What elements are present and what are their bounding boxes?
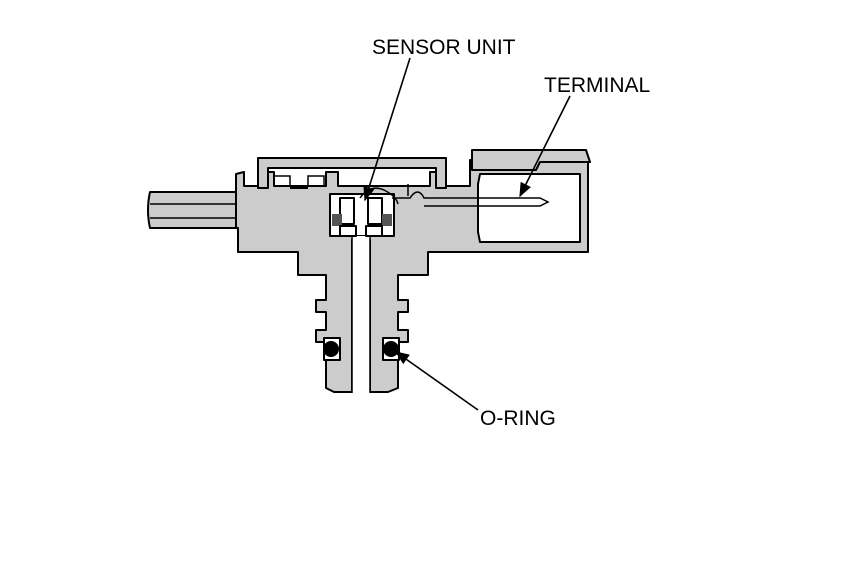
sensor-base-left: [339, 225, 357, 237]
o-ring-label: O-RING: [480, 407, 556, 430]
sensor-seal-left: [332, 214, 342, 226]
terminal-label: TERMINAL: [544, 74, 650, 97]
cover-detail: [273, 175, 325, 189]
terminal-pin: [392, 191, 550, 207]
stem-bore: [352, 236, 370, 392]
sensor-unit-label: SENSOR UNIT: [372, 36, 516, 59]
sensor-unit: [332, 187, 399, 237]
o-ring-left: [323, 341, 339, 357]
top-cover: [257, 157, 447, 189]
sensor-element-left: [339, 197, 355, 225]
cover-recess-left: [273, 175, 291, 187]
o-ring-right: [383, 341, 399, 357]
o-ring-seals: [323, 337, 400, 361]
connector-shroud: [477, 173, 581, 243]
sensor-unit-leader: [363, 57, 411, 202]
sensor-element-right: [367, 197, 383, 225]
o-ring-leader: [394, 351, 479, 411]
cover-recess-right: [307, 175, 325, 187]
terminal-assembly: [392, 184, 550, 207]
terminal-leader: [519, 95, 571, 198]
connector-lip: [471, 149, 591, 171]
inlet-nipple: [147, 191, 239, 229]
sensor-base-right: [365, 225, 383, 237]
sensor-seal-right: [382, 214, 392, 226]
